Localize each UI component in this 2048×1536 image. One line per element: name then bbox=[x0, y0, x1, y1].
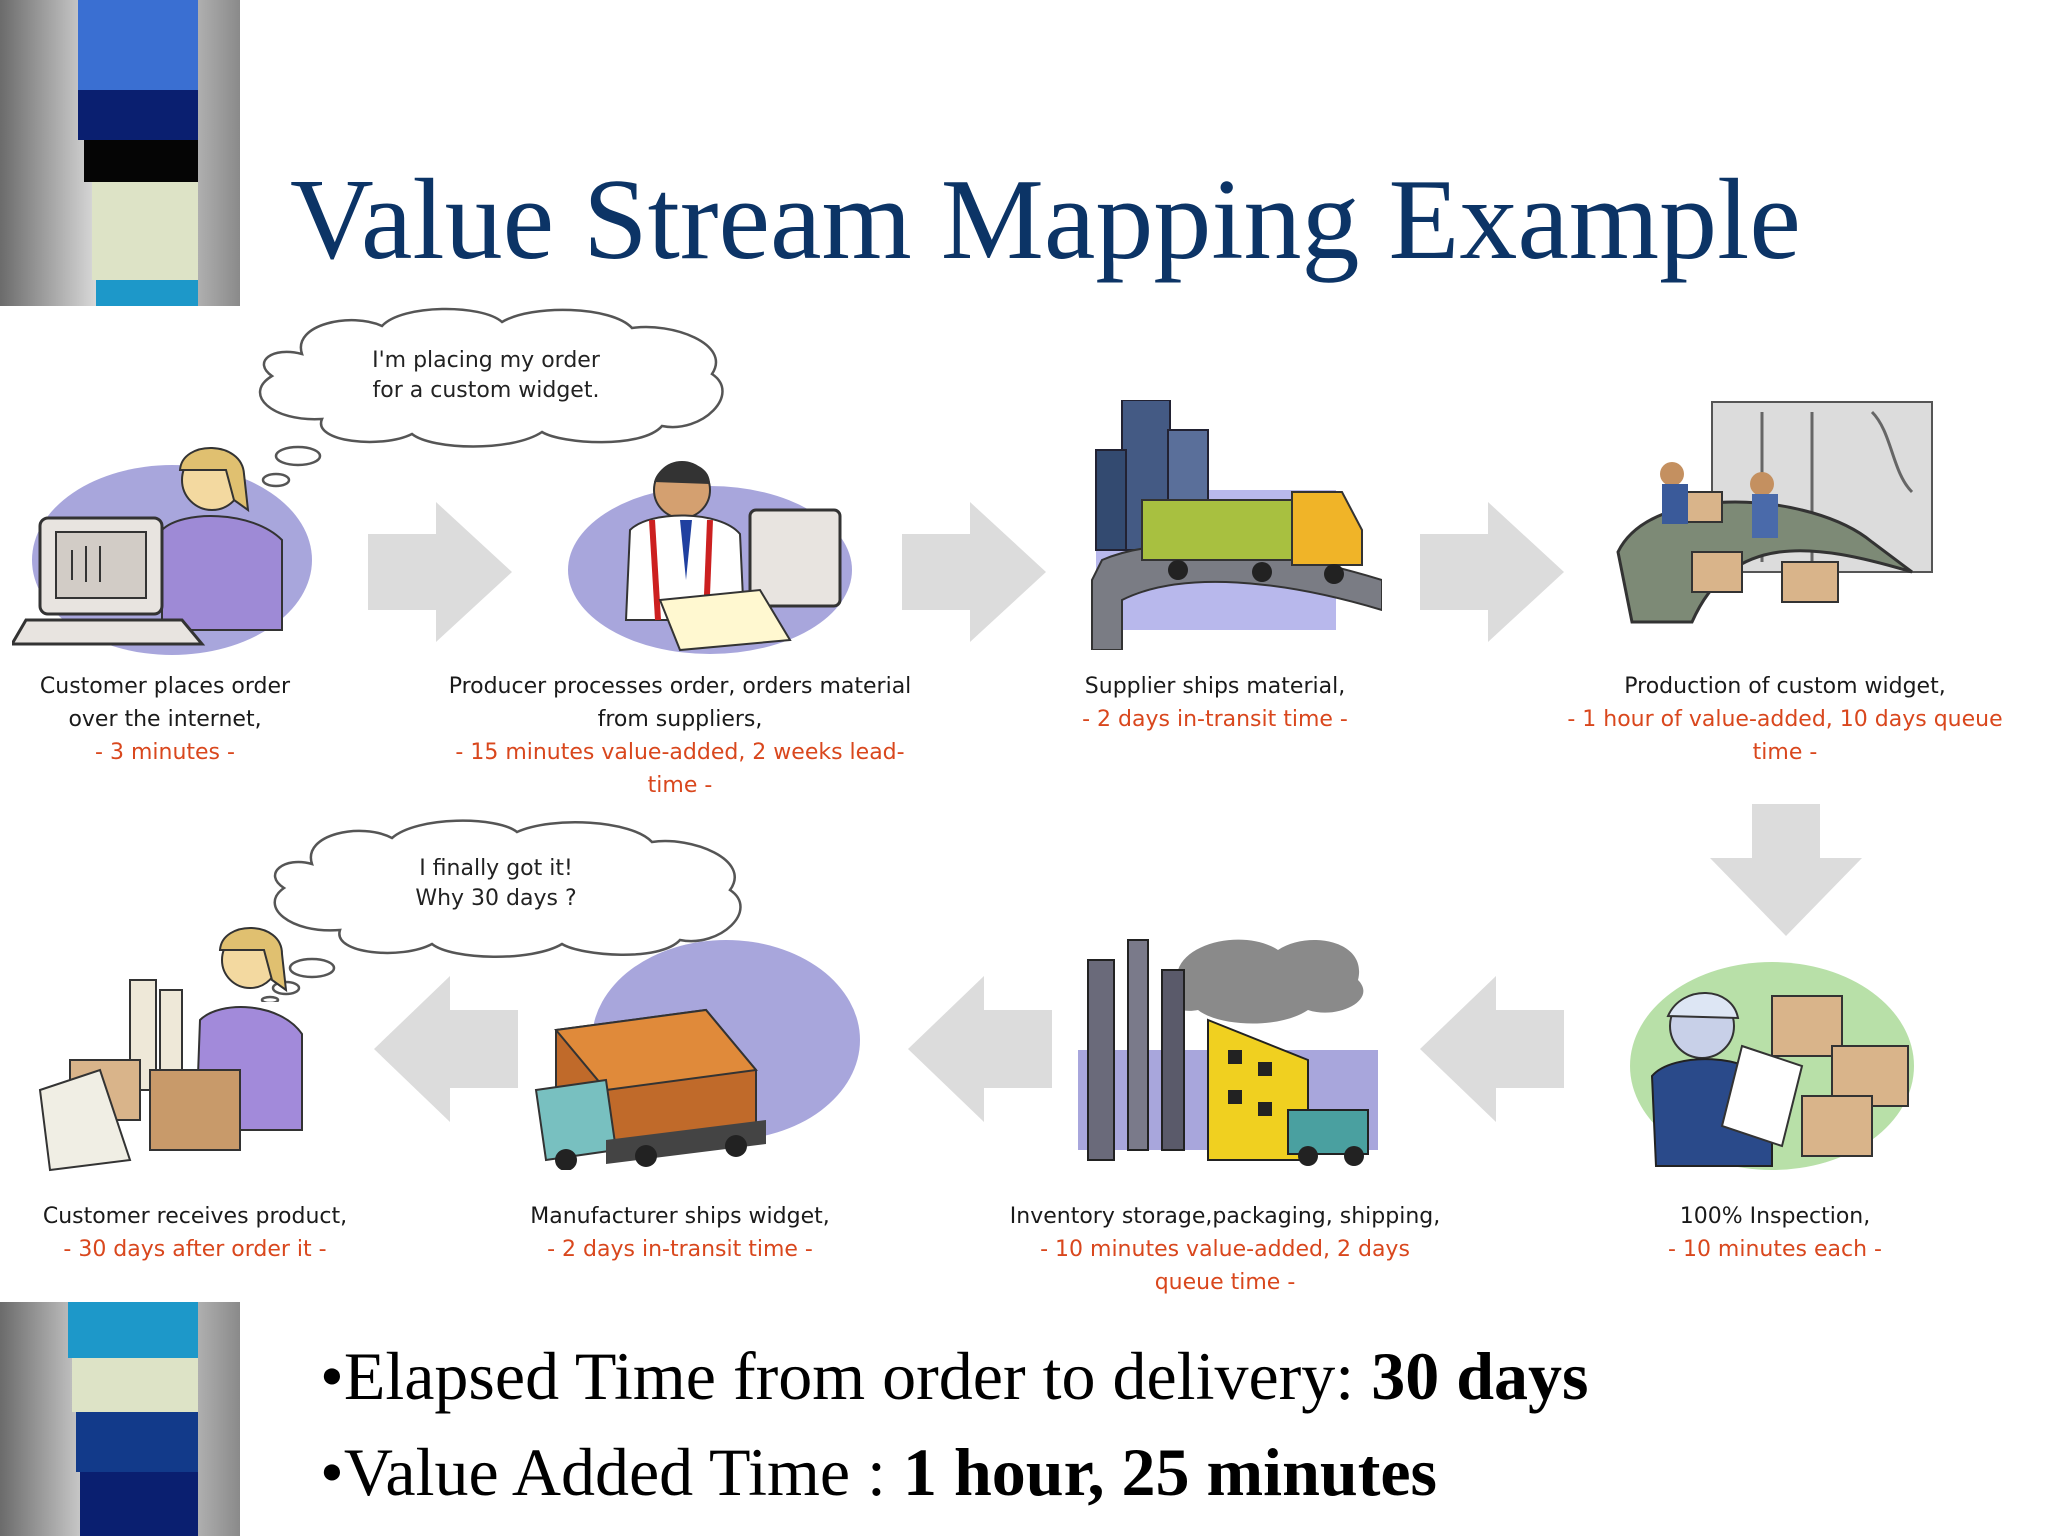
step-text: over the internet, bbox=[68, 707, 262, 732]
summary-label: Elapsed Time from order to delivery: bbox=[343, 1338, 1372, 1414]
flow-arrow-right bbox=[368, 502, 512, 642]
step-time: time - bbox=[1752, 740, 1818, 765]
summary-value: 1 hour, 25 minutes bbox=[902, 1434, 1437, 1510]
step-caption-producer: Producer processes order, orders materia… bbox=[400, 670, 960, 802]
flow-arrow-left bbox=[908, 976, 1052, 1122]
step-time: - 2 days in-transit time - bbox=[1082, 707, 1348, 732]
customer-computer-illustration bbox=[12, 430, 312, 670]
step-caption-supplier: Supplier ships material, - 2 days in-tra… bbox=[1040, 670, 1390, 736]
thought-bubble-received: I finally got it! Why 30 days ? bbox=[232, 816, 760, 1002]
step-text: Production of custom widget, bbox=[1624, 674, 1946, 699]
flow-arrow-right bbox=[1420, 502, 1564, 642]
step-time: - 1 hour of value-added, 10 days queue bbox=[1567, 707, 2003, 732]
step-text: Manufacturer ships widget, bbox=[530, 1204, 830, 1229]
thought-bubble-order: I'm placing my order for a custom widget… bbox=[232, 304, 740, 504]
flow-arrow-left bbox=[374, 976, 518, 1122]
cloud-line: I finally got it! bbox=[419, 856, 573, 881]
step-time: - 10 minutes value-added, 2 days bbox=[1040, 1237, 1410, 1262]
step-text: Producer processes order, orders materia… bbox=[448, 674, 912, 699]
customer-boxes-illustration bbox=[20, 910, 310, 1180]
step-caption-inspection: 100% Inspection, - 10 minutes each - bbox=[1600, 1200, 1950, 1266]
step-time: - 15 minutes value-added, 2 weeks lead- bbox=[455, 740, 905, 765]
step-caption-manufacturer: Manufacturer ships widget, - 2 days in-t… bbox=[490, 1200, 870, 1266]
step-time: queue time - bbox=[1154, 1270, 1296, 1295]
step-caption-inventory: Inventory storage,packaging, shipping, -… bbox=[960, 1200, 1490, 1299]
flow-arrow-right bbox=[902, 502, 1046, 642]
cloud-line: I'm placing my order bbox=[372, 348, 600, 373]
step-time: time - bbox=[647, 773, 713, 798]
factory-illustration bbox=[1058, 930, 1418, 1170]
summary-value: 30 days bbox=[1371, 1338, 1589, 1414]
step-caption-customer-receives: Customer receives product, - 30 days aft… bbox=[0, 1200, 390, 1266]
bullet: • bbox=[320, 1338, 344, 1414]
inspection-illustration bbox=[1622, 956, 1922, 1176]
summary-item-value-added: •Value Added Time : 1 hour, 25 minutes bbox=[320, 1424, 1588, 1520]
manufacturer-truck-illustration bbox=[526, 930, 866, 1170]
cloud-line: Why 30 days ? bbox=[415, 886, 577, 911]
flow-arrow-down bbox=[1710, 804, 1862, 936]
step-text: 100% Inspection, bbox=[1679, 1204, 1871, 1229]
decorative-strip-bottom bbox=[0, 1302, 240, 1536]
cloud-line: for a custom widget. bbox=[372, 378, 600, 403]
step-text: Customer places order bbox=[39, 674, 291, 699]
bullet: • bbox=[320, 1434, 344, 1510]
step-time: - 3 minutes - bbox=[95, 740, 235, 765]
step-caption-order-placed: Customer places order over the internet,… bbox=[0, 670, 330, 769]
flow-arrow-left bbox=[1420, 976, 1564, 1122]
page-title: Value Stream Mapping Example bbox=[290, 156, 1801, 284]
decorative-strip-top bbox=[0, 0, 240, 306]
step-time: - 30 days after order it - bbox=[63, 1237, 327, 1262]
summary-item-elapsed: •Elapsed Time from order to delivery: 30… bbox=[320, 1328, 1588, 1424]
supplier-truck-illustration bbox=[1082, 400, 1382, 650]
step-text: Supplier ships material, bbox=[1084, 674, 1346, 699]
step-text: Customer receives product, bbox=[42, 1204, 348, 1229]
summary-list: •Elapsed Time from order to delivery: 30… bbox=[320, 1328, 1588, 1520]
producer-desk-illustration bbox=[560, 450, 860, 660]
step-caption-production: Production of custom widget, - 1 hour of… bbox=[1526, 670, 2044, 769]
step-time: - 2 days in-transit time - bbox=[547, 1237, 813, 1262]
summary-label: Value Added Time : bbox=[343, 1434, 903, 1510]
step-time: - 10 minutes each - bbox=[1668, 1237, 1882, 1262]
production-conveyor-illustration bbox=[1612, 392, 1942, 642]
step-text: Inventory storage,packaging, shipping, bbox=[1009, 1204, 1441, 1229]
step-text: from suppliers, bbox=[597, 707, 763, 732]
